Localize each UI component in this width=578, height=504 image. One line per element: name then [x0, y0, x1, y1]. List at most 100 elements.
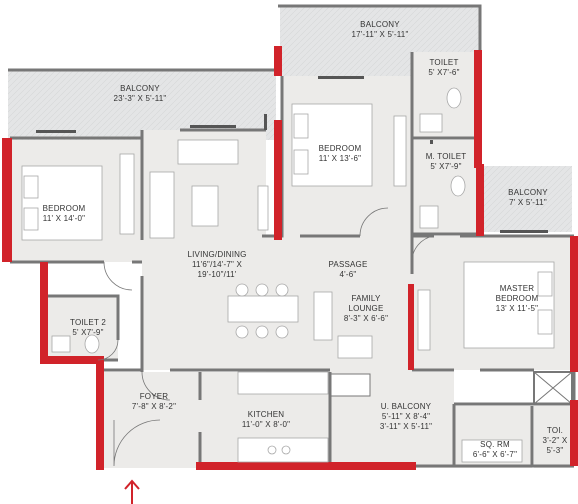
- room-dimension: 11' X 14'-0": [42, 214, 86, 223]
- room-dimension: 5' X7'-9": [430, 162, 462, 171]
- bed-left-pillow-2: [23, 207, 39, 231]
- bed-left-pillow-1: [23, 175, 39, 199]
- room-name: TOI.: [546, 426, 564, 435]
- entry-arrow-icon: [124, 479, 140, 504]
- door-center: [359, 207, 389, 237]
- chair: [255, 325, 269, 339]
- label-toilet2: TOILET 2 5' X7'-9": [58, 318, 118, 338]
- room-dimension: 5'-11" X 8'-4": [381, 412, 431, 421]
- window-3: [318, 76, 364, 79]
- room-name: U. BALCONY: [380, 402, 432, 411]
- room-dimension: 7' X 5'-11": [509, 198, 547, 207]
- label-living-dining: LIVING/DINING 11'6"/14'-7" X 19'-10"/11': [172, 250, 262, 280]
- balcony-left-floor: [8, 70, 276, 140]
- room-name: BALCONY: [360, 20, 400, 29]
- room-dimension: 3'-2" X: [542, 436, 568, 445]
- label-u-balcony: U. BALCONY 5'-11" X 8'-4" 3'-11" X 5'-11…: [364, 402, 448, 432]
- label-master-bedroom: MASTER BEDROOM 13' X 11'-5": [482, 284, 552, 314]
- room-name: TOILET: [429, 58, 459, 67]
- windows: [36, 76, 548, 233]
- room-name: KITCHEN: [247, 410, 285, 419]
- label-balcony-left: BALCONY 23'-3" X 5'-11": [80, 84, 200, 104]
- wardrobe-master: [417, 289, 431, 351]
- room-name: MASTER: [499, 284, 535, 293]
- room-name: BEDROOM: [318, 144, 362, 153]
- red-left-upper: [2, 138, 12, 262]
- sq-rm-bed: [461, 439, 523, 463]
- toilet-top-basin: [419, 113, 443, 133]
- kitchen-counter-top: [237, 371, 329, 395]
- red-bottom-wall: [196, 462, 416, 470]
- red-left-lower: [40, 262, 48, 362]
- label-balcony-right: BALCONY 7' X 5'-11": [492, 188, 564, 208]
- stove: [281, 445, 291, 455]
- red-right-wall: [570, 236, 578, 372]
- red-top-right: [474, 50, 482, 168]
- toilet2-basin: [51, 335, 71, 353]
- wall-outline-top: [278, 4, 482, 52]
- room-dimension: 8'-3" X 6'-6": [343, 314, 389, 323]
- door-master: [411, 235, 435, 263]
- label-m-toilet: M. TOILET 5' X7'-9": [416, 152, 476, 172]
- bed-master-pillow-1: [537, 271, 553, 297]
- label-balcony-top: BALCONY 17'-11" X 5'-11": [330, 20, 430, 40]
- room-dimension: 23'-3" X 5'-11": [113, 94, 167, 103]
- furniture: [21, 87, 555, 463]
- room-name: BALCONY: [508, 188, 548, 197]
- red-foyer-bottom: [96, 464, 104, 470]
- lounge-sofa: [313, 291, 333, 341]
- chair: [275, 283, 289, 297]
- room-dimension: 17'-11" X 5'-11": [351, 30, 409, 39]
- label-passage: PASSAGE 4'-6": [318, 260, 378, 280]
- room-name: LOUNGE: [348, 304, 384, 313]
- label-family-lounge: FAMILY LOUNGE 8'-3" X 6'-6": [332, 294, 400, 324]
- kitchen-shaft: [329, 373, 371, 397]
- red-center-bedroom-left: [274, 120, 282, 240]
- door-bedroom-left: [103, 261, 133, 291]
- room-dimension: 5' X7'-6": [428, 68, 460, 77]
- doors: [97, 207, 435, 467]
- wall-u-balcony: [452, 402, 574, 466]
- coffee-table: [191, 185, 219, 227]
- chair: [235, 283, 249, 297]
- toi-floor: [534, 406, 574, 468]
- wall-row-140: [10, 128, 266, 140]
- bed-master-pillow-2: [537, 309, 553, 335]
- label-toi: TOI. 3'-2" X 5'-3": [536, 426, 574, 456]
- red-top-left: [274, 46, 282, 76]
- room-name: FAMILY: [351, 294, 381, 303]
- red-balcony-right-left: [476, 164, 484, 236]
- room-name: M. TOILET: [425, 152, 467, 161]
- window-5: [264, 114, 267, 130]
- label-toilet-top: TOILET 5' X7'-6": [416, 58, 472, 78]
- lounge-table: [337, 335, 373, 359]
- bed-center-pillow-2: [293, 149, 309, 175]
- room-name: BEDROOM: [495, 294, 539, 303]
- room-name: BEDROOM: [42, 204, 86, 213]
- stove: [267, 445, 277, 455]
- red-right-lower: [570, 400, 578, 466]
- kitchen-counter-bottom: [237, 437, 329, 463]
- room-name: SQ. RM: [480, 440, 510, 449]
- tv-unit: [257, 185, 269, 231]
- window-2: [190, 125, 236, 128]
- m-toilet-basin: [419, 205, 439, 229]
- window-1: [36, 130, 76, 133]
- red-foyer-left: [96, 362, 104, 470]
- room-dimension: 4'-6": [339, 270, 357, 279]
- dining-table: [227, 295, 299, 323]
- chair: [235, 325, 249, 339]
- room-dimension: 13' X 11'-5": [495, 304, 539, 313]
- room-name: TOILET 2: [70, 318, 106, 327]
- label-sq-rm: SQ. RM 6'-6" X 6'-7": [460, 440, 530, 460]
- accent-walls: [2, 46, 578, 470]
- toilet2-wc: [84, 334, 100, 354]
- balcony-right-floor: [480, 166, 572, 232]
- window-6: [430, 140, 433, 144]
- sofa-side: [149, 171, 175, 239]
- chair: [255, 283, 269, 297]
- shaft-cross: [533, 371, 573, 405]
- m-toilet-wc: [450, 175, 466, 197]
- toilet-top-wc: [446, 87, 462, 109]
